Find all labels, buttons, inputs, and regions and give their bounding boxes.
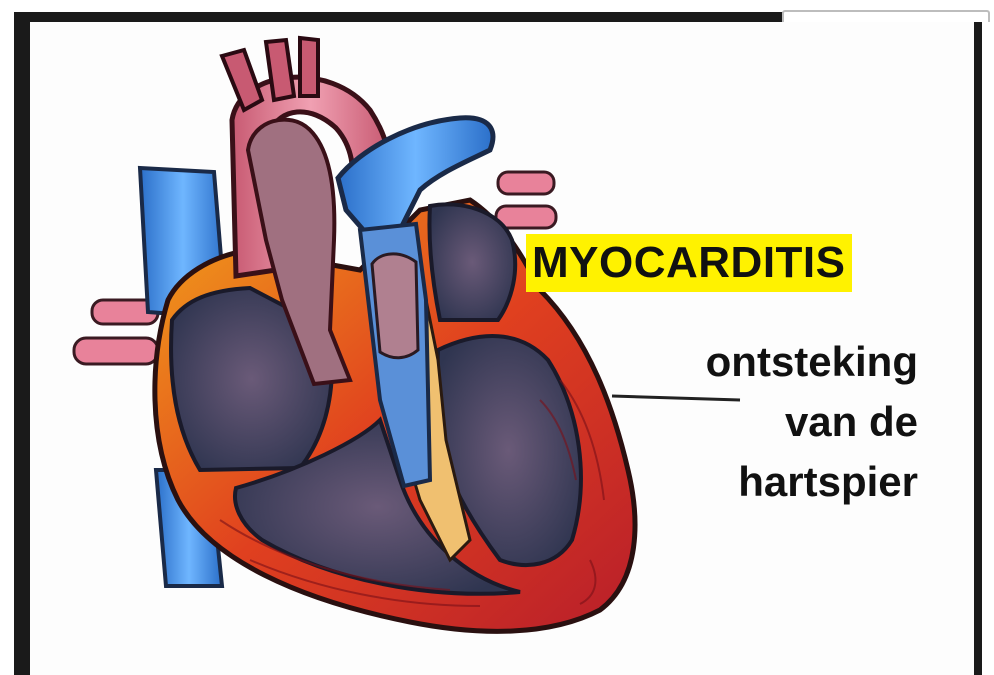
pulmonary-veins-right [496,172,556,228]
caption-line-1: ontsteking [618,332,918,392]
page-title: MYOCARDITIS [526,234,852,292]
caption: ontsteking van de hartspier [618,332,918,512]
pulmonary-valve [372,254,418,358]
caption-line-2: van de [618,392,918,452]
pulmonary-veins-left [74,300,158,364]
caption-line-3: hartspier [618,452,918,512]
